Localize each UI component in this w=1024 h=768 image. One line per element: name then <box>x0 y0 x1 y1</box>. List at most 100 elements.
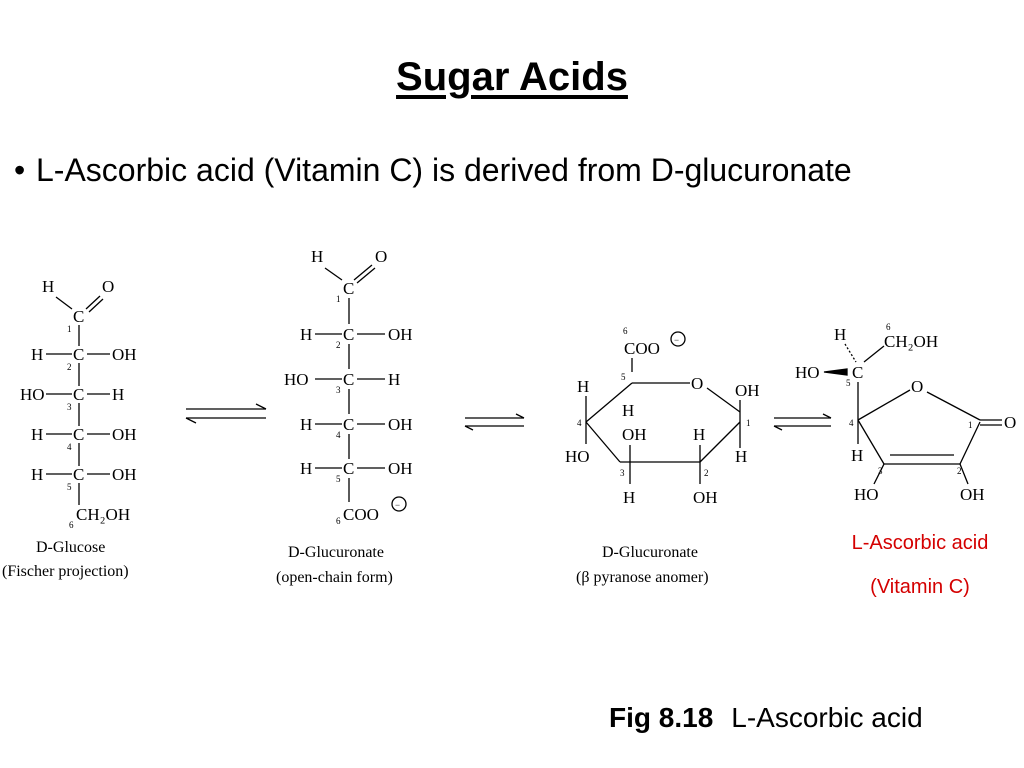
negative-charge <box>391 496 407 512</box>
atom: OH <box>622 425 647 444</box>
carbon-number: 5 <box>67 482 72 492</box>
atom: O <box>691 374 703 393</box>
carbon-number: 3 <box>336 385 341 395</box>
ascorbic-acid-label: L-Ascorbic acid <box>851 532 989 554</box>
atom: O <box>102 277 114 296</box>
atom: C <box>343 370 354 389</box>
atom: C <box>73 385 84 404</box>
atom: HO <box>565 447 590 466</box>
glucose-fischer-structure: H O C 1 H C 2 OH HO C 3 H H C 4 OH H C <box>2 277 137 580</box>
glucose-sublabel: (Fischer projection) <box>2 563 129 580</box>
carbon-number: 2 <box>67 362 72 372</box>
carbon-number: 4 <box>577 418 582 428</box>
atom: HO <box>854 485 879 504</box>
atom: H <box>300 325 312 344</box>
bullet-text: L-Ascorbic acid (Vitamin C) is derived f… <box>36 152 852 188</box>
carbon-number: 6 <box>336 516 341 526</box>
carbon-number: 2 <box>957 466 962 476</box>
negative-charge <box>670 331 686 347</box>
atom: H <box>622 401 634 420</box>
carbon-number: 4 <box>849 418 854 428</box>
atom: H <box>834 325 846 344</box>
atom: H <box>31 425 43 444</box>
vitamin-c-label: (Vitamin C) <box>870 576 970 598</box>
charge-sign: − <box>395 500 400 510</box>
atom: OH <box>112 465 137 484</box>
atom: OH <box>388 325 413 344</box>
carbon-number: 4 <box>67 442 72 452</box>
equilibrium-arrow <box>464 413 525 431</box>
carbon-number: 2 <box>704 468 709 478</box>
atom: HO <box>284 370 309 389</box>
carbon-number: 1 <box>67 324 72 334</box>
bullet-symbol: • <box>14 152 26 188</box>
glucuronate-pyranose-sublabel: (β pyranose anomer) <box>576 569 709 586</box>
atom: OH <box>693 488 718 507</box>
figure-caption: Fig 8.18 L-Ascorbic acid <box>609 702 923 734</box>
atom: OH <box>388 415 413 434</box>
atom: H <box>577 377 589 396</box>
carbon-number: 1 <box>336 294 341 304</box>
atom: H <box>693 425 705 444</box>
carbon-number: 6 <box>623 326 628 336</box>
glucuronate-pyranose-structure: COO 6 − O 5 4 1 3 2 H OH H HO H OH H <box>565 326 760 586</box>
atom: CH₂OH <box>884 332 938 351</box>
atom: H <box>623 488 635 507</box>
carbon-number: 1 <box>968 420 973 430</box>
glucuronate-pyranose-label: D-Glucuronate <box>602 544 698 561</box>
carbon-number: 6 <box>886 322 891 332</box>
atom: C <box>343 459 354 478</box>
atom: H <box>851 446 863 465</box>
atom: C <box>852 363 863 382</box>
carbon-number: 5 <box>621 372 626 382</box>
atom: H <box>31 465 43 484</box>
ascorbic-acid-structure: H CH₂OH 6 HO C 5 O 4 O 1 3 2 H HO OH <box>795 322 1016 504</box>
glucuronate-open-sublabel: (open-chain form) <box>276 569 393 586</box>
atom: C <box>73 425 84 444</box>
atom: OH <box>960 485 985 504</box>
figure-caption-text: L-Ascorbic acid <box>731 702 923 733</box>
charge-sign: − <box>674 335 679 345</box>
bullet-point: • L-Ascorbic acid (Vitamin C) is derived … <box>14 152 852 189</box>
carbon-number: 4 <box>336 430 341 440</box>
atom: OH <box>112 345 137 364</box>
atom: O <box>1004 413 1016 432</box>
atom: OH <box>735 381 760 400</box>
atom: H <box>31 345 43 364</box>
carbon-number: 5 <box>846 378 851 388</box>
atom: O <box>375 247 387 266</box>
carbon-number: 6 <box>69 520 74 530</box>
atom: H <box>735 447 747 466</box>
glucuronate-open-chain-structure: H O C 1 H C 2 OH HO C 3 H H C 4 OH H C <box>276 247 413 586</box>
atom: O <box>911 377 923 396</box>
glucuronate-open-label: D-Glucuronate <box>288 544 384 561</box>
atom: HO <box>20 385 45 404</box>
atom: C <box>73 345 84 364</box>
atom: H <box>112 385 124 404</box>
atom: C <box>343 279 354 298</box>
figure-number: Fig 8.18 <box>609 702 714 733</box>
carbon-number: 3 <box>620 468 625 478</box>
atom: OH <box>112 425 137 444</box>
atom: COO <box>343 505 379 524</box>
carbon-number: 3 <box>67 402 72 412</box>
glucose-label: D-Glucose <box>36 539 105 556</box>
atom: OH <box>388 459 413 478</box>
atom: H <box>300 459 312 478</box>
atom: C <box>343 415 354 434</box>
atom: H <box>300 415 312 434</box>
atom: COO <box>624 339 660 358</box>
equilibrium-arrow <box>773 413 832 431</box>
carbon-number: 5 <box>336 474 341 484</box>
page-title: Sugar Acids <box>396 55 628 99</box>
atom: HO <box>795 363 820 382</box>
atom: C <box>73 465 84 484</box>
atom: C <box>343 325 354 344</box>
atom: CH₂OH <box>76 505 130 524</box>
atom: H <box>311 247 323 266</box>
carbon-number: 2 <box>336 340 341 350</box>
atom: H <box>42 277 54 296</box>
equilibrium-arrow <box>185 403 267 424</box>
carbon-number: 1 <box>746 418 751 428</box>
